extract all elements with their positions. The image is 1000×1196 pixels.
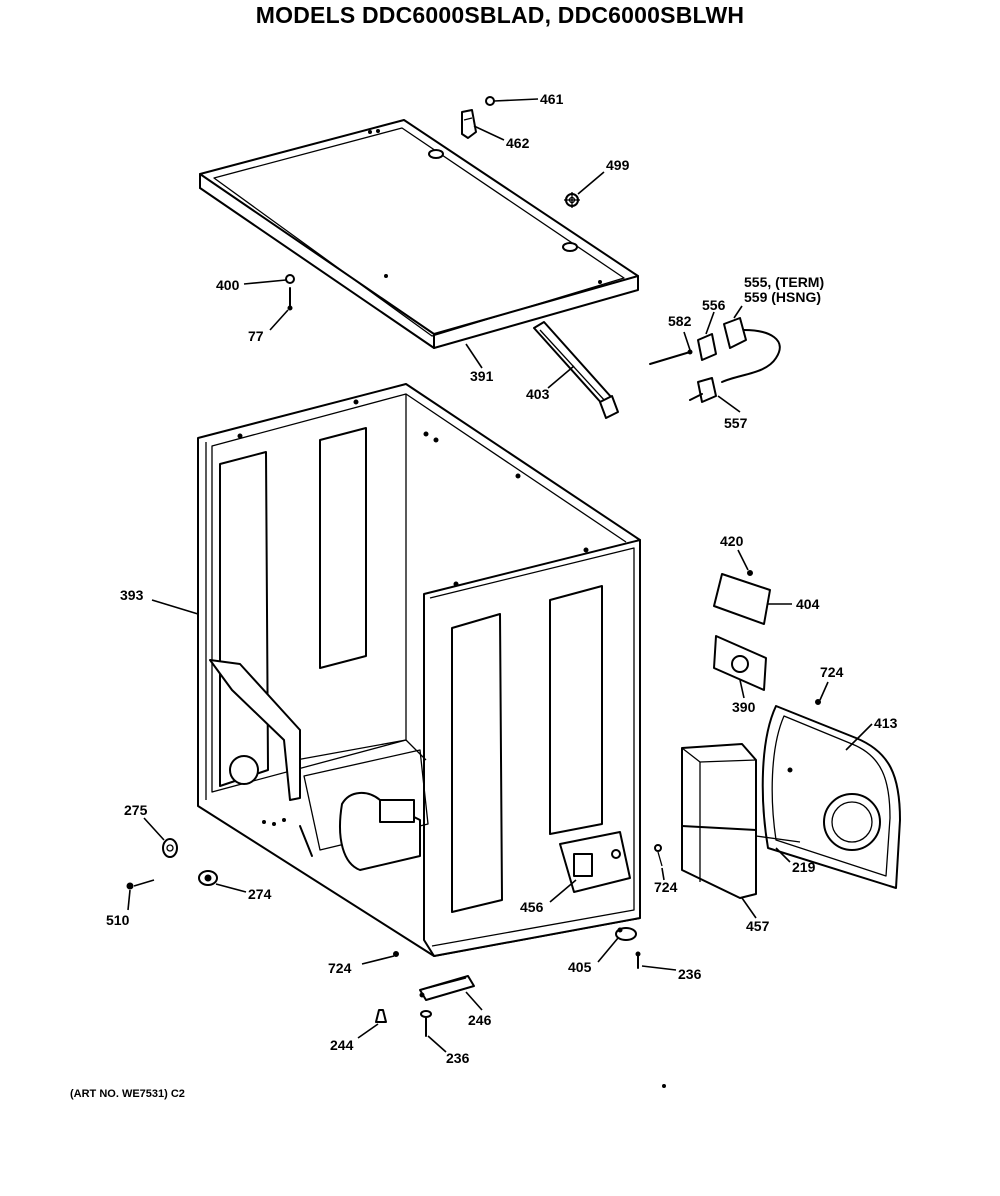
bracket-456 bbox=[559, 831, 631, 893]
part-label-510: 510 bbox=[106, 912, 130, 928]
slide-246 bbox=[419, 975, 475, 1001]
part-label-557: 557 bbox=[724, 415, 748, 431]
top-panel-hole bbox=[562, 242, 578, 252]
box-457 bbox=[681, 743, 801, 899]
part-label-582: 582 bbox=[668, 313, 692, 329]
part-236-a bbox=[635, 951, 641, 969]
grille-390 bbox=[713, 635, 767, 691]
part-label-391: 391 bbox=[470, 368, 494, 384]
screw-724-b bbox=[654, 844, 663, 867]
hinge-clip bbox=[461, 109, 477, 139]
part-label-246: 246 bbox=[468, 1012, 492, 1028]
part-label-244: 244 bbox=[330, 1037, 354, 1053]
part-label-420: 420 bbox=[720, 533, 744, 549]
part-label-499: 499 bbox=[606, 157, 630, 173]
part-label-404: 404 bbox=[796, 596, 820, 612]
part-label-413: 413 bbox=[874, 715, 898, 731]
part-label-236-a: 236 bbox=[678, 966, 702, 982]
leader-lines bbox=[127, 98, 873, 1053]
wire-harness-403 bbox=[533, 321, 619, 419]
screw-510 bbox=[126, 882, 134, 890]
screw-400 bbox=[285, 274, 295, 284]
rear-panel-413 bbox=[761, 705, 901, 889]
part-label-275: 275 bbox=[124, 802, 148, 818]
part-label-462: 462 bbox=[506, 135, 530, 151]
bolt-236-b bbox=[420, 1010, 432, 1037]
part-label-405: 405 bbox=[568, 959, 592, 975]
part-275 bbox=[162, 838, 178, 858]
part-label-77: 77 bbox=[248, 328, 264, 344]
foot-244 bbox=[375, 1009, 387, 1023]
part-label-390: 390 bbox=[732, 699, 756, 715]
part-label-556: 556 bbox=[702, 297, 726, 313]
part-label-274: 274 bbox=[248, 886, 272, 902]
part-labels: 461 462 499 400 77 391 403 555, (TERM) 5… bbox=[70, 91, 898, 1100]
part-274 bbox=[198, 870, 218, 886]
top-panel-hole bbox=[428, 149, 444, 159]
screw-724-c bbox=[393, 951, 399, 957]
part-label-724-a: 724 bbox=[820, 664, 844, 680]
top-panel bbox=[199, 119, 639, 349]
part-405 bbox=[615, 927, 637, 941]
art-number: (ART NO. WE7531) C2 bbox=[70, 1088, 185, 1100]
screw-461 bbox=[485, 96, 495, 106]
part-label-400: 400 bbox=[216, 277, 240, 293]
part-label-393: 393 bbox=[120, 587, 144, 603]
screw-77 bbox=[287, 287, 293, 311]
part-label-236-b: 236 bbox=[446, 1050, 470, 1066]
part-label-555: 555, (TERM) bbox=[744, 274, 824, 290]
part-label-724-c: 724 bbox=[328, 960, 352, 976]
part-label-457: 457 bbox=[746, 918, 770, 934]
part-label-461: 461 bbox=[540, 91, 564, 107]
part-label-219: 219 bbox=[792, 859, 816, 875]
part-label-724-b: 724 bbox=[654, 879, 678, 895]
diagram-title: MODELS DDC6000SBLAD, DDC6000SBLWH bbox=[255, 2, 745, 28]
plate-404 bbox=[713, 570, 771, 625]
part-label-559: 559 (HSNG) bbox=[744, 289, 821, 305]
screw-724-a bbox=[815, 699, 821, 705]
snap-bumper-499 bbox=[564, 192, 580, 208]
part-label-456: 456 bbox=[520, 899, 544, 915]
terminal-housing bbox=[649, 317, 781, 403]
part-label-403: 403 bbox=[526, 386, 550, 402]
